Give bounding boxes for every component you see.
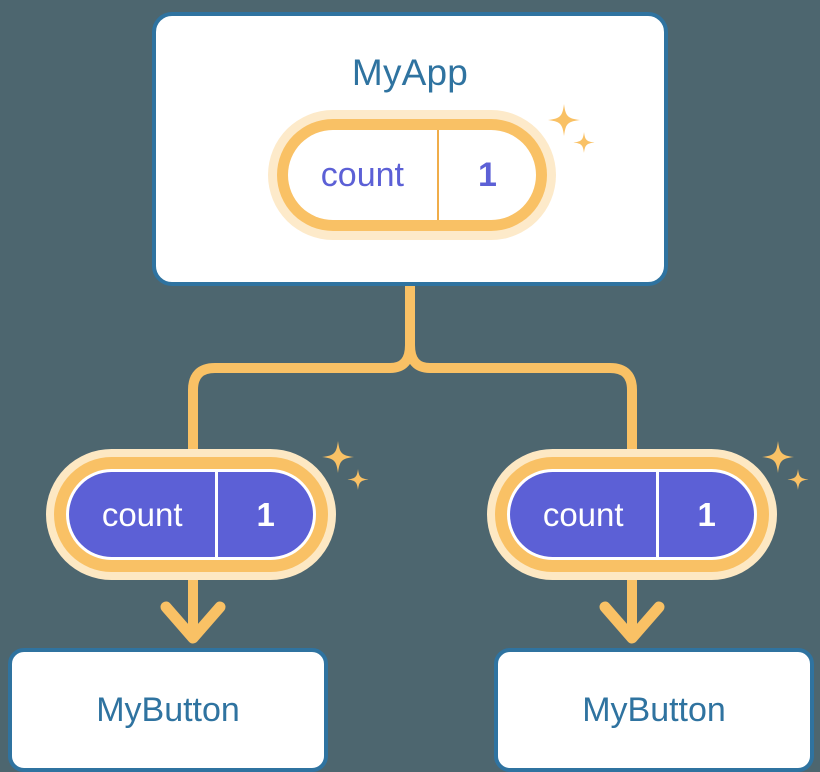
button-left-state-key: count bbox=[101, 496, 183, 533]
pill-inner: count 1 bbox=[288, 130, 536, 220]
button-left-state-value: 1 bbox=[215, 472, 313, 557]
connector-branch-left bbox=[188, 344, 415, 452]
button-card-right[interactable]: MyButton bbox=[494, 648, 814, 772]
app-state-key: count bbox=[320, 156, 404, 194]
app-state-pill[interactable]: count 1 bbox=[268, 110, 556, 240]
pill-fill: count 1 bbox=[69, 472, 313, 557]
button-right-state-value: 1 bbox=[656, 472, 754, 557]
arrow-head-right bbox=[599, 601, 665, 644]
connector-branch-right bbox=[405, 344, 637, 452]
button-card-right-label: MyButton bbox=[582, 691, 726, 729]
pill-inner: count 1 bbox=[507, 469, 757, 560]
button-right-state-pill[interactable]: count 1 bbox=[487, 449, 777, 580]
pill-inner: count 1 bbox=[66, 469, 316, 560]
button-right-state-key: count bbox=[542, 496, 624, 533]
app-state-value: 1 bbox=[436, 130, 536, 220]
button-card-left-label: MyButton bbox=[96, 691, 240, 729]
button-left-state-pill[interactable]: count 1 bbox=[46, 449, 336, 580]
sparkle-icon bbox=[347, 469, 369, 490]
sparkle-icon bbox=[787, 469, 809, 490]
arrow-head-left bbox=[160, 601, 226, 644]
pill-fill: count 1 bbox=[510, 472, 754, 557]
app-card-title: MyApp bbox=[351, 52, 469, 93]
button-card-left[interactable]: MyButton bbox=[8, 648, 328, 772]
